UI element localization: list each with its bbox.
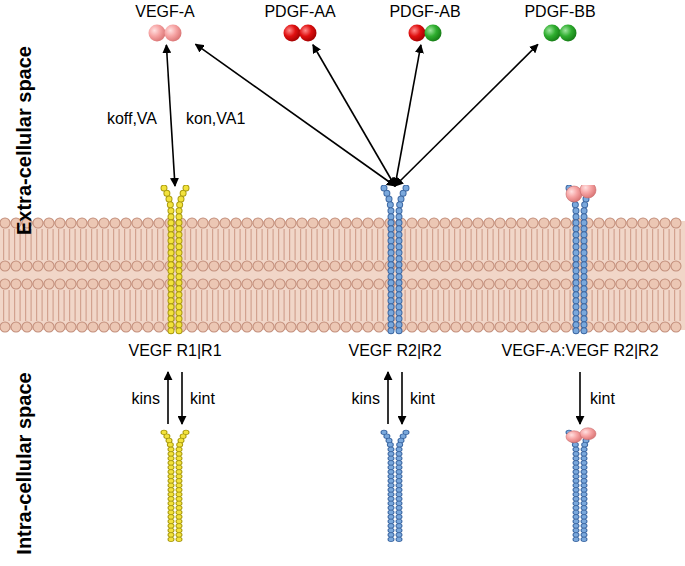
receptor-dimer xyxy=(384,432,406,541)
ligand-node: PDGF-BB xyxy=(519,2,600,43)
ligand-node: PDGF-AA xyxy=(259,2,340,43)
ligand-node: PDGF-AB xyxy=(384,2,465,43)
ligand-node: VEGF-A xyxy=(130,2,200,43)
receptor-dimer xyxy=(164,432,186,541)
ligand-dimer xyxy=(405,21,445,43)
receptor-dimer xyxy=(365,185,425,337)
binding-arrow xyxy=(395,44,538,186)
rate-constant: koff,VA xyxy=(107,109,157,128)
rate-constant: kins xyxy=(352,389,380,408)
receptor-dimer xyxy=(550,185,610,337)
ligand-dimer xyxy=(280,21,320,43)
receptor-dimer xyxy=(566,428,596,541)
binding-arrow xyxy=(166,45,175,186)
binding-arrow xyxy=(313,45,395,186)
ligand-name: PDGF-AA xyxy=(264,2,335,21)
ligand-dimer xyxy=(540,21,580,43)
ligand-name: PDGF-AB xyxy=(389,2,460,21)
rate-constant: kon,VA1 xyxy=(186,109,245,128)
ligand-name: PDGF-BB xyxy=(524,2,595,21)
receptor-node: VEGF R1|R1 xyxy=(123,185,226,360)
region-label: Extra-cellular space xyxy=(15,46,34,235)
receptor-name: VEGF R2|R2 xyxy=(348,341,441,360)
ligand-name: VEGF-A xyxy=(135,2,195,21)
rate-constant: kint xyxy=(410,389,435,408)
receptor-dimer xyxy=(145,185,205,337)
receptor-node: VEGF-A:VEGF R2|R2 xyxy=(496,185,663,360)
receptor-name: VEGF-A:VEGF R2|R2 xyxy=(501,341,658,360)
rate-constant: kint xyxy=(190,389,215,408)
rate-constant: kins xyxy=(132,389,160,408)
receptor-name: VEGF R1|R1 xyxy=(128,341,221,360)
region-label: Intra-cellular space xyxy=(15,372,34,554)
internalized-receptors xyxy=(164,428,596,541)
ligand-dimer xyxy=(145,21,185,43)
trafficking-arrows xyxy=(168,372,580,424)
receptor-node: VEGF R2|R2 xyxy=(343,185,446,360)
rate-constant: kint xyxy=(590,389,615,408)
